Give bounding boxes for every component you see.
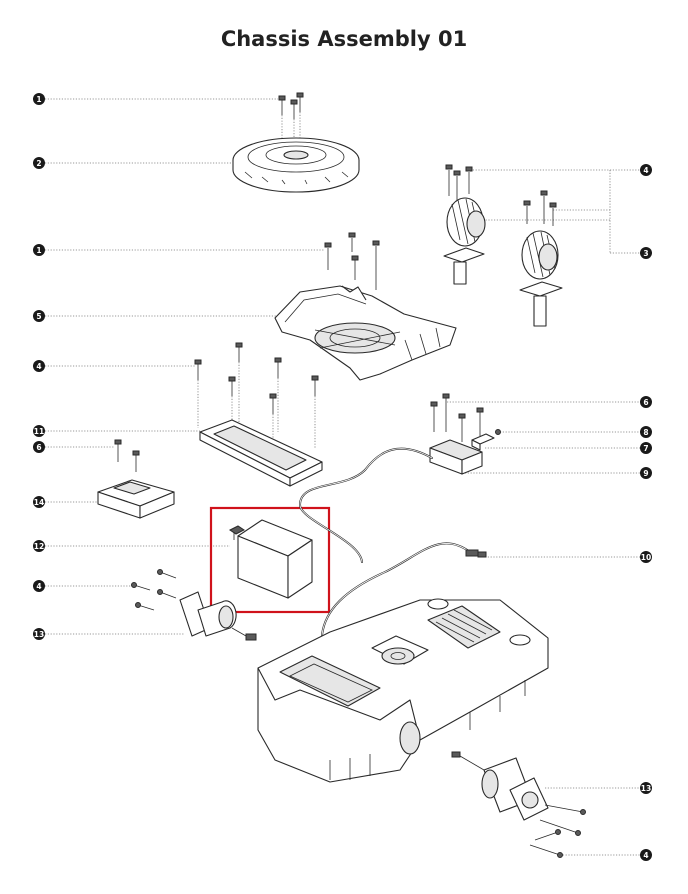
callout-13-right: 13 xyxy=(640,782,652,794)
battery-part-12 xyxy=(229,519,313,599)
svg-text:1: 1 xyxy=(36,95,41,104)
callout-4-motor-right: 4 xyxy=(640,849,652,861)
callout-4-wheels: 4 xyxy=(640,164,652,176)
callout-12: 12 xyxy=(33,540,45,552)
svg-text:14: 14 xyxy=(34,498,44,507)
svg-text:10: 10 xyxy=(641,553,651,562)
callout-14: 14 xyxy=(33,496,45,508)
callout-10: 10 xyxy=(640,551,652,563)
svg-text:7: 7 xyxy=(643,444,648,453)
svg-text:6: 6 xyxy=(36,443,41,452)
svg-text:2: 2 xyxy=(36,159,41,168)
callout-6-left: 6 xyxy=(33,441,45,453)
highlight-box xyxy=(209,506,331,614)
leader-lines xyxy=(45,98,640,856)
svg-text:4: 4 xyxy=(643,851,648,860)
motor-part-13-left xyxy=(179,591,257,641)
turntable-ring-part-2 xyxy=(232,137,360,193)
svg-text:13: 13 xyxy=(641,784,651,793)
callout-13-left: 13 xyxy=(33,628,45,640)
svg-text:3: 3 xyxy=(643,249,648,258)
screws-part-6-right xyxy=(430,393,484,442)
svg-text:5: 5 xyxy=(36,312,41,321)
main-chassis xyxy=(257,598,549,783)
svg-text:12: 12 xyxy=(34,542,44,551)
screws-part-4-motor-left xyxy=(131,569,177,611)
callout-1-top: 1 xyxy=(33,93,45,105)
callout-6-right: 6 xyxy=(640,396,652,408)
callout-2: 2 xyxy=(33,157,45,169)
frame-part-11 xyxy=(199,419,323,487)
svg-text:6: 6 xyxy=(643,398,648,407)
svg-text:13: 13 xyxy=(34,630,44,639)
screws-part-4-frame xyxy=(194,342,319,448)
callout-3: 3 xyxy=(640,247,652,259)
module-parts-7-8-9 xyxy=(429,429,501,475)
holder-part-14 xyxy=(97,479,175,519)
callout-4-motor-left: 4 xyxy=(33,580,45,592)
svg-text:4: 4 xyxy=(36,582,41,591)
callout-8: 8 xyxy=(640,426,652,438)
svg-text:1: 1 xyxy=(36,246,41,255)
callout-9: 9 xyxy=(640,467,652,479)
svg-text:8: 8 xyxy=(643,428,648,437)
cables xyxy=(298,447,487,636)
svg-text:4: 4 xyxy=(36,362,41,371)
bracket-part-5 xyxy=(274,285,457,381)
svg-text:9: 9 xyxy=(643,469,648,478)
callout-1-middle: 1 xyxy=(33,244,45,256)
callout-7: 7 xyxy=(640,442,652,454)
screws-part-1-middle xyxy=(324,232,380,290)
screws-part-4-wheels xyxy=(445,164,557,226)
callout-11: 11 xyxy=(33,425,45,437)
motor-part-13-right xyxy=(451,751,549,821)
callout-5: 5 xyxy=(33,310,45,322)
svg-text:11: 11 xyxy=(34,427,44,436)
page-title: Chassis Assembly 01 xyxy=(220,27,468,51)
screws-part-4-motor-right xyxy=(529,804,586,858)
screws-part-6-left xyxy=(114,439,140,472)
svg-text:4: 4 xyxy=(643,166,648,175)
wheels-part-3 xyxy=(443,197,563,327)
callout-4-frame: 4 xyxy=(33,360,45,372)
